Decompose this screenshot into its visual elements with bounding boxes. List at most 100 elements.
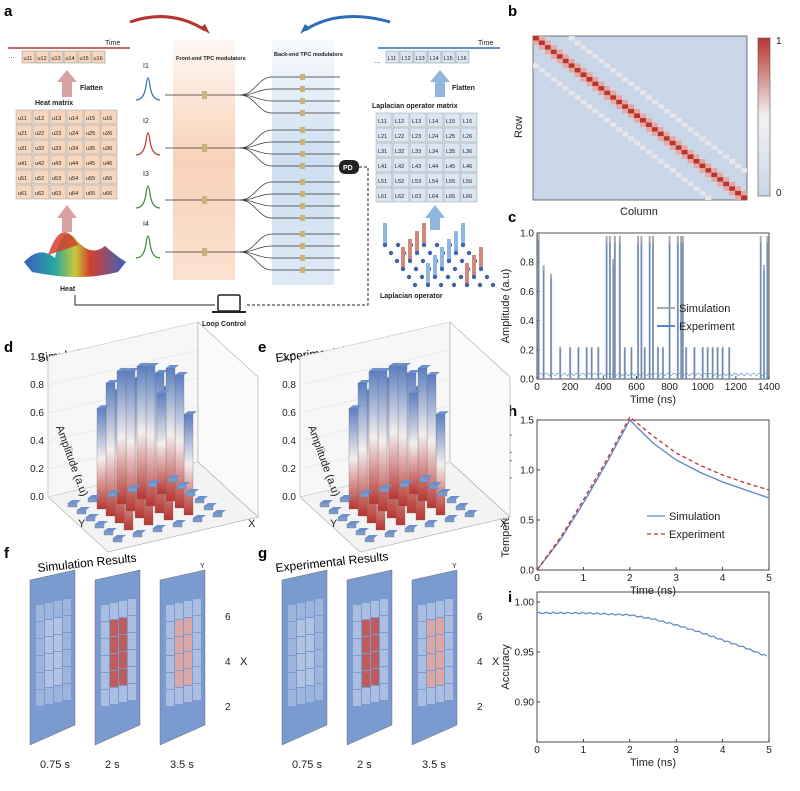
bar bbox=[384, 532, 395, 538]
matrix-cell bbox=[15, 109, 33, 125]
matrix-cell bbox=[426, 142, 444, 158]
heatmap-ylabel: Row bbox=[513, 116, 525, 138]
ellipsis-right: … bbox=[374, 58, 381, 65]
matrix-cell-label: u52 bbox=[35, 176, 44, 182]
diag-cell-far-upper bbox=[574, 40, 581, 46]
matrix-cell-label: L46 bbox=[463, 164, 472, 170]
slice-cell bbox=[353, 690, 361, 706]
bar-top bbox=[356, 528, 369, 531]
slice-cell bbox=[184, 635, 192, 651]
x-tick-label: 2 bbox=[225, 702, 231, 713]
diag-cell-far-upper bbox=[598, 58, 605, 64]
matrix-cell bbox=[49, 184, 67, 200]
panel-g-title: Experimental Results bbox=[275, 549, 389, 575]
pulse-label: I1 bbox=[143, 63, 149, 70]
operator-dot bbox=[382, 242, 388, 248]
row-cell bbox=[427, 50, 442, 64]
slice-cell bbox=[371, 635, 379, 651]
bar-top bbox=[418, 365, 431, 368]
slice-cell bbox=[362, 671, 370, 687]
slice-cell bbox=[166, 690, 174, 706]
operator-dot bbox=[414, 250, 420, 256]
y-tick-label: 0.5 bbox=[520, 516, 534, 527]
x-tick-label: 3 bbox=[673, 573, 679, 584]
matrix-cell bbox=[32, 139, 50, 155]
x-tick-label: 4 bbox=[477, 657, 483, 668]
diag-cell-lower bbox=[586, 81, 593, 87]
bar-top bbox=[86, 514, 99, 517]
matrix-cell bbox=[409, 112, 427, 128]
diag-cell-far-upper bbox=[645, 95, 652, 100]
matrix-cell bbox=[100, 139, 118, 155]
diag-cell-far-upper bbox=[651, 99, 658, 105]
diag-cell-far-lower bbox=[622, 131, 629, 137]
diag-cell-upper bbox=[669, 136, 676, 141]
pulse-curve bbox=[135, 132, 161, 156]
slice-cell bbox=[445, 684, 453, 700]
waveguide-branch bbox=[239, 193, 340, 201]
diag-cell-main bbox=[562, 58, 569, 64]
x-tick-label: 5 bbox=[766, 573, 772, 584]
diag-cell-lower bbox=[699, 168, 706, 173]
slice-cell bbox=[288, 639, 296, 655]
matrix-cell bbox=[443, 112, 461, 128]
bar-top bbox=[425, 520, 438, 523]
bar-top bbox=[340, 495, 353, 498]
slice-cell bbox=[371, 652, 379, 668]
bar-top bbox=[88, 495, 101, 498]
laplacian-label: Laplacian operator bbox=[380, 293, 443, 300]
diag-cell-far-upper bbox=[580, 45, 587, 50]
slice-cell bbox=[128, 650, 136, 666]
slice-cell bbox=[315, 667, 323, 683]
bar bbox=[167, 477, 178, 483]
matrix-cell bbox=[409, 172, 427, 188]
bar-top bbox=[438, 489, 451, 492]
diag-cell-main bbox=[640, 118, 646, 123]
slice-cell bbox=[54, 601, 62, 617]
diag-cell-far-lower bbox=[705, 195, 712, 200]
diag-cell-main bbox=[645, 122, 652, 128]
row-cell-label: L16 bbox=[458, 56, 467, 62]
matrix-cell bbox=[32, 184, 50, 200]
heat-matrix-title: Heat matrix bbox=[35, 100, 73, 107]
matrix-cell-label: L53 bbox=[412, 179, 421, 185]
colorbar bbox=[757, 37, 771, 197]
diag-cell-main bbox=[568, 63, 575, 68]
diag-cell-far-upper bbox=[669, 113, 676, 118]
diag-cell-far-lower bbox=[687, 181, 694, 187]
bar-top bbox=[436, 411, 449, 415]
y-axis-label: Amplitude (a.u) bbox=[500, 269, 512, 344]
matrix-cell-label: L65 bbox=[446, 194, 455, 200]
laplacian-matrix-title: Laplacian operator matrix bbox=[372, 103, 458, 110]
slice-cell bbox=[306, 601, 314, 617]
bar bbox=[408, 393, 419, 495]
operator-dot bbox=[445, 274, 451, 280]
row-cell bbox=[21, 50, 36, 64]
slice-cell bbox=[362, 637, 370, 653]
slice-cell bbox=[63, 633, 71, 649]
row-cell bbox=[91, 50, 106, 64]
slice-cell bbox=[45, 620, 53, 636]
diag-cell-far-lower bbox=[693, 186, 700, 191]
slice-cell bbox=[193, 684, 201, 700]
back-modulator bbox=[300, 86, 305, 92]
x-tick-label: 6 bbox=[225, 612, 231, 623]
row-cell-label: u16 bbox=[94, 56, 103, 62]
matrix-cell-label: u46 bbox=[103, 161, 112, 167]
matrix-cell bbox=[15, 139, 33, 155]
diag-cell-main bbox=[544, 45, 551, 50]
diag-cell-upper bbox=[693, 154, 700, 159]
grid-line bbox=[299, 321, 451, 358]
operator-pin bbox=[465, 263, 469, 285]
slice-cell bbox=[362, 688, 370, 704]
x-tick-label: 1000 bbox=[692, 382, 715, 393]
flatten-arrow-left bbox=[57, 70, 77, 97]
diag-cell-far-lower bbox=[669, 168, 676, 173]
matrix-cell-label: L34 bbox=[429, 149, 438, 155]
row-cell bbox=[35, 50, 50, 64]
back-modulator bbox=[300, 203, 305, 209]
